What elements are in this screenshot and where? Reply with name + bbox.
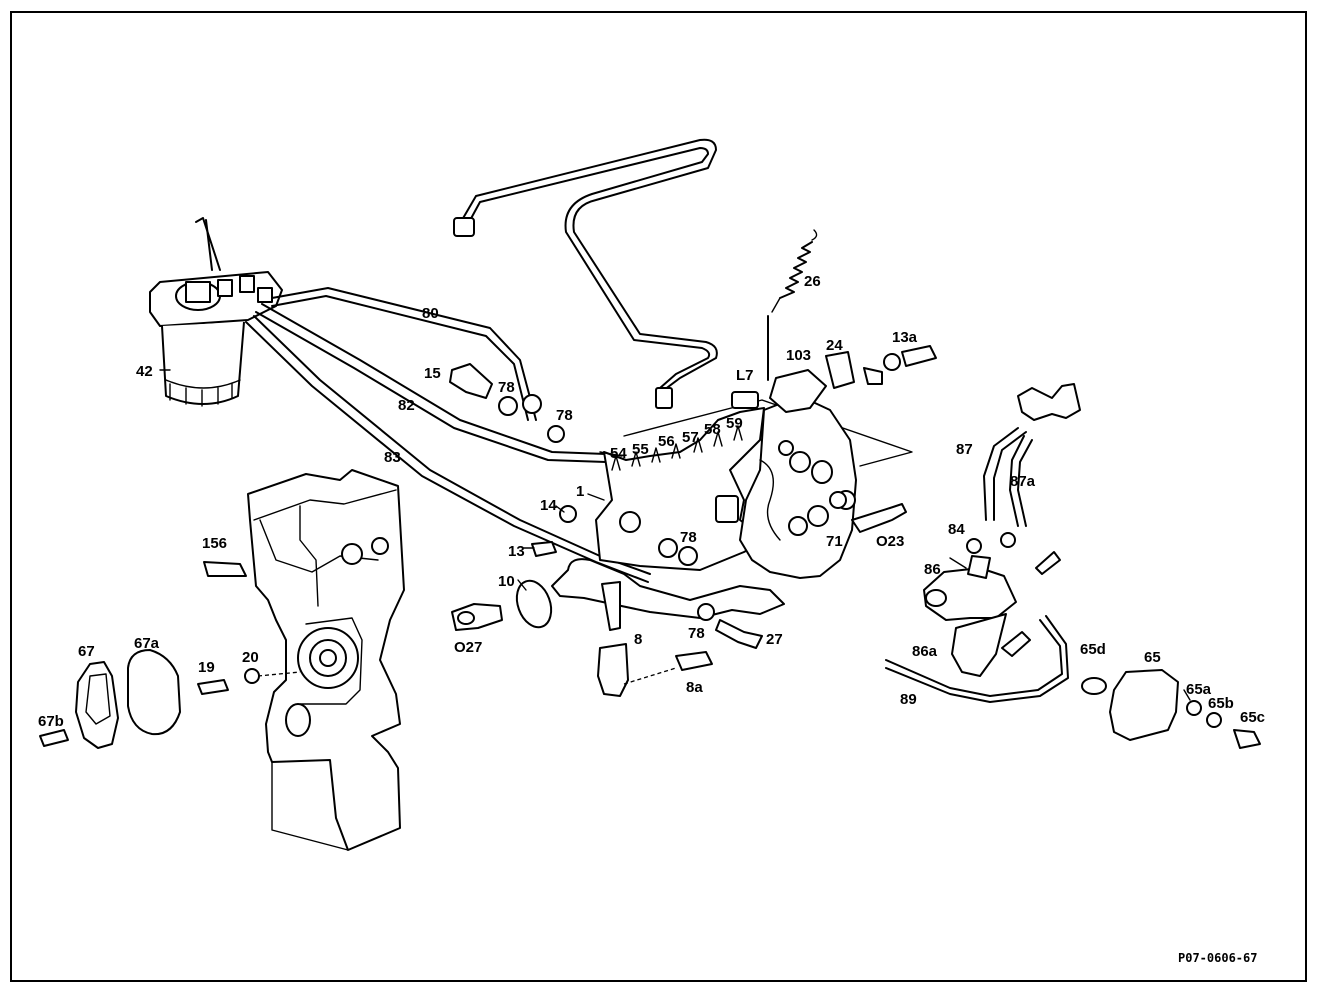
fuel-filter-42 — [149, 217, 283, 407]
callout-103: 103 — [786, 347, 811, 364]
callout-80: 80 — [422, 305, 439, 322]
callout-15: 15 — [424, 365, 441, 382]
callout-89: 89 — [900, 691, 917, 708]
callout-58: 58 — [704, 421, 721, 438]
callout-27: 27 — [766, 631, 783, 648]
callout-67: 67 — [78, 643, 95, 660]
callout-65a: 65a — [1186, 681, 1212, 698]
callout-78-a: 78 — [498, 379, 515, 396]
injection-pump — [551, 315, 913, 619]
leader-lines — [159, 369, 1191, 701]
callout-56: 56 — [658, 433, 675, 450]
callout-78-c: 78 — [680, 529, 697, 546]
callout-54: 54 — [610, 445, 627, 462]
callouts: 42 80 82 83 15 78 78 26 103 24 13a L7 54… — [38, 273, 1265, 730]
callout-O23: O23 — [876, 533, 904, 550]
fuel-line-83 — [245, 315, 651, 583]
callout-65: 65 — [1144, 649, 1161, 666]
callout-67b: 67b — [38, 713, 64, 730]
callout-65b: 65b — [1208, 695, 1234, 712]
callout-86: 86 — [924, 561, 941, 578]
callout-86a: 86a — [912, 643, 938, 660]
callout-78-d: 78 — [688, 625, 705, 642]
callout-13: 13 — [508, 543, 525, 560]
callout-55: 55 — [632, 441, 649, 458]
callout-83: 83 — [384, 449, 401, 466]
callout-156: 156 — [202, 535, 227, 552]
cover-parts-67 — [39, 649, 260, 749]
callout-8a: 8a — [686, 679, 703, 696]
fuel-line-80 — [271, 287, 537, 421]
callout-59: 59 — [726, 415, 743, 432]
callout-1: 1 — [576, 483, 584, 500]
callout-24: 24 — [826, 337, 843, 354]
callout-13a: 13a — [892, 329, 918, 346]
callout-42: 42 — [136, 363, 153, 380]
callout-67a: 67a — [134, 635, 160, 652]
callout-57: 57 — [682, 429, 699, 446]
callout-87: 87 — [956, 441, 973, 458]
callout-L7: L7 — [736, 367, 754, 384]
callout-65d: 65d — [1080, 641, 1106, 658]
callout-71: 71 — [826, 533, 843, 550]
callout-10: 10 — [498, 573, 515, 590]
callout-78-b: 78 — [556, 407, 573, 424]
callout-O27: O27 — [454, 639, 482, 656]
callout-14: 14 — [540, 497, 557, 514]
engine-block — [247, 469, 405, 851]
callout-26: 26 — [804, 273, 821, 290]
callout-8: 8 — [634, 631, 642, 648]
callout-87a: 87a — [1010, 473, 1036, 490]
callout-19: 19 — [198, 659, 215, 676]
callout-65c: 65c — [1240, 709, 1265, 726]
callout-82: 82 — [398, 397, 415, 414]
small-parts — [203, 345, 937, 697]
spring-26 — [771, 229, 818, 313]
diagram-frame — [10, 11, 1307, 982]
reference-code: P07-0606-67 — [1178, 951, 1257, 965]
fuel-line-82 — [255, 303, 607, 463]
callout-84: 84 — [948, 521, 965, 538]
callout-20: 20 — [242, 649, 259, 666]
right-assembly — [885, 383, 1261, 749]
injection-line-top — [453, 138, 718, 409]
